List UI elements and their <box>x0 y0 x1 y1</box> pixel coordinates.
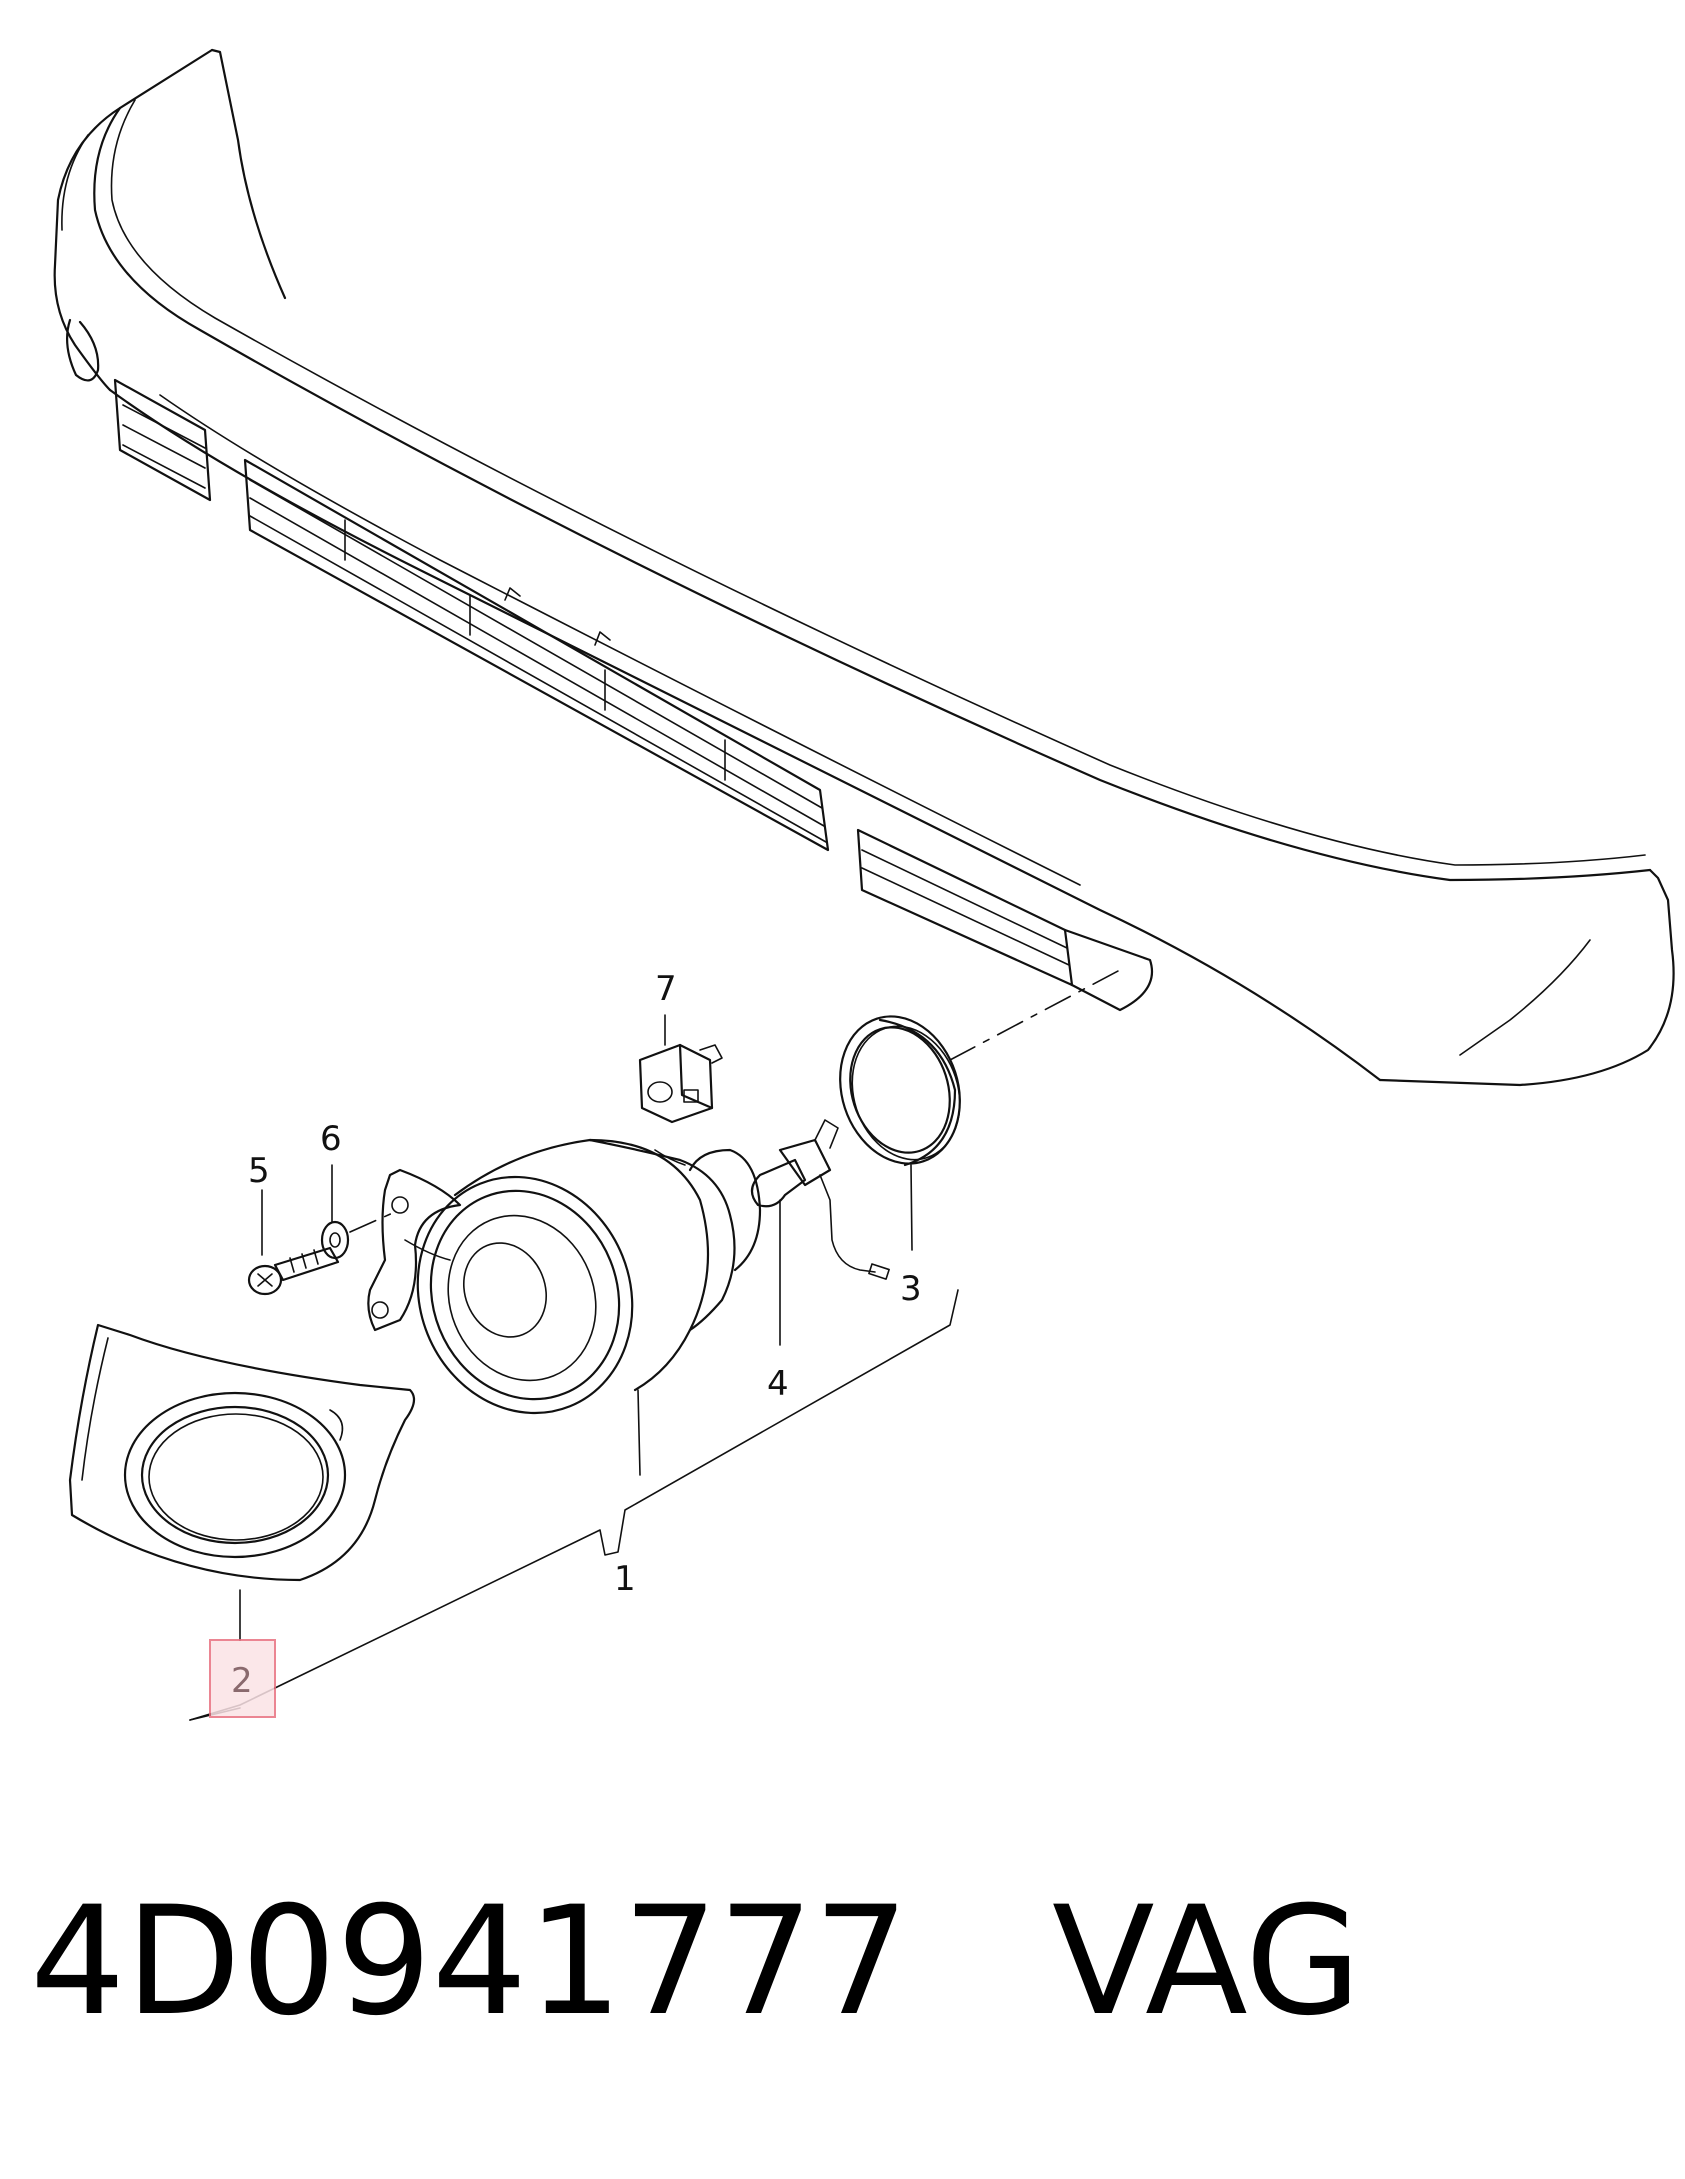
callout-5: 5 <box>248 1151 270 1191</box>
callout-labels: 1 2 3 4 5 6 7 <box>209 969 922 1718</box>
bulb-drawing <box>750 1119 890 1280</box>
part-number-caption: 4D0941777 VAG <box>30 1880 1630 2045</box>
fog-light-grille-drawing <box>68 1323 416 1582</box>
fog-lamp-drawing <box>367 1138 762 1415</box>
callout-2-highlight <box>209 1639 276 1718</box>
screw-drawing <box>247 1246 340 1296</box>
callout-3: 3 <box>900 1269 922 1309</box>
seal-ring-drawing <box>839 1015 961 1167</box>
assembly-axis-lines <box>349 969 1121 1233</box>
callout-4: 4 <box>767 1364 789 1404</box>
callout-7: 7 <box>655 969 677 1009</box>
callout-1: 1 <box>614 1559 636 1599</box>
part-number: 4D0941777 <box>30 1875 909 2049</box>
callout-6: 6 <box>320 1119 342 1159</box>
brand-name: VAG <box>1052 1875 1362 2049</box>
leader-lines <box>189 1014 959 1721</box>
washer-drawing <box>320 1220 350 1260</box>
callout-2: 2 <box>231 1661 253 1701</box>
caption-spacer <box>909 1875 1052 2049</box>
connector-drawing <box>638 1043 723 1124</box>
bumper-drawing <box>53 48 1675 1087</box>
